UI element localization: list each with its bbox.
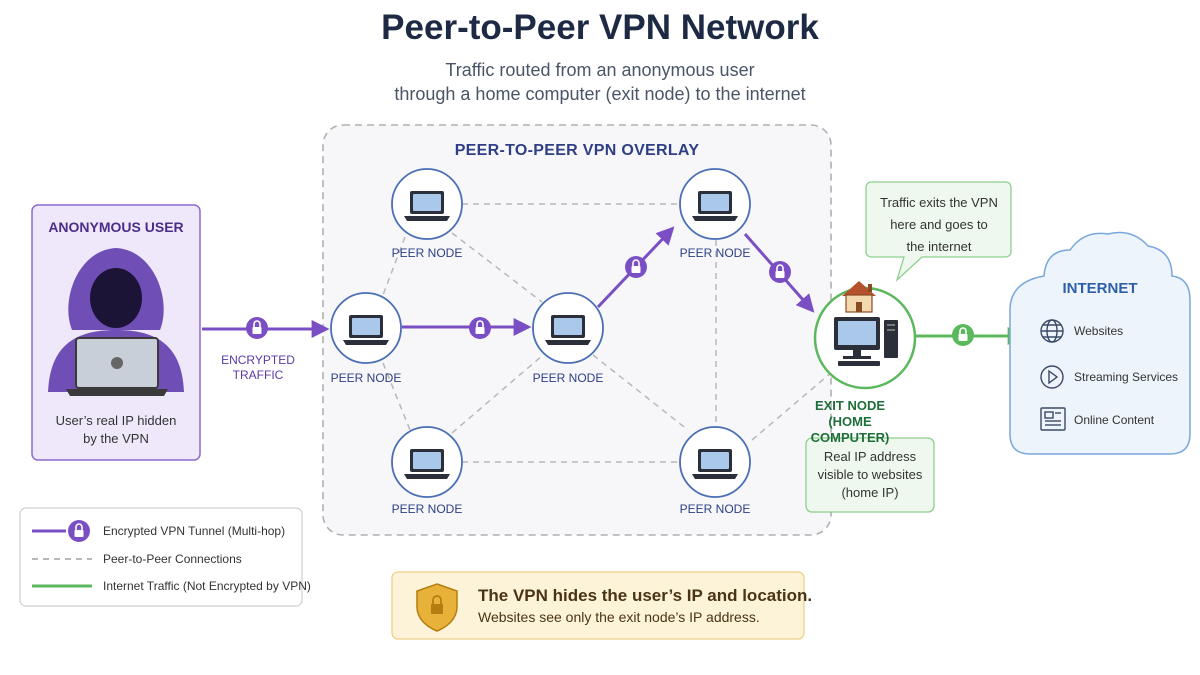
peer-node-mid-center bbox=[532, 292, 604, 364]
legend-box bbox=[19, 507, 303, 607]
laptop-icon bbox=[692, 191, 738, 221]
bubble-line-2: here and goes to bbox=[890, 217, 988, 232]
exit-note-line-2: visible to websites bbox=[817, 467, 923, 482]
house-icon bbox=[842, 281, 876, 313]
peer-node-top-right bbox=[679, 168, 751, 240]
internet-item-content: Online Content bbox=[1074, 413, 1155, 427]
peer-node-label: PEER NODE bbox=[679, 502, 751, 516]
home-computer-icon bbox=[834, 317, 898, 366]
peer-node-label: PEER NODE bbox=[679, 246, 751, 260]
exit-note-box bbox=[805, 437, 935, 513]
internet-cloud bbox=[1009, 231, 1191, 455]
exit-note-line-1: Real IP address bbox=[823, 449, 917, 464]
hooded-user-icon bbox=[48, 248, 184, 396]
encrypted-label-line-1: ENCRYPTED bbox=[221, 353, 295, 367]
bubble-line-1: Traffic exits the VPN bbox=[880, 195, 998, 210]
internet-item-websites: Websites bbox=[1074, 324, 1124, 338]
globe-icon bbox=[1040, 319, 1064, 343]
play-icon bbox=[1040, 365, 1064, 389]
peer-node-bottom-right bbox=[679, 426, 751, 498]
encrypted-traffic-label: ENCRYPTED TRAFFIC bbox=[208, 353, 308, 383]
peer-node-label: PEER NODE bbox=[391, 502, 463, 516]
shield-icon bbox=[416, 583, 458, 632]
laptop-icon bbox=[404, 449, 450, 479]
page-title: Peer-to-Peer VPN Network bbox=[381, 8, 819, 47]
exit-node-title: EXIT NODE (HOME COMPUTER) bbox=[790, 398, 910, 446]
exit-title-line-1: EXIT NODE bbox=[814, 398, 886, 413]
lock-icon bbox=[245, 316, 269, 340]
overlay-label: PEER-TO-PEER VPN OVERLAY bbox=[454, 142, 700, 159]
encrypted-label-line-2: TRAFFIC bbox=[232, 368, 284, 382]
peer-node-bottom-left bbox=[391, 426, 463, 498]
user-note-line-2: by the VPN bbox=[83, 431, 149, 446]
exit-speech-bubble bbox=[865, 181, 1012, 283]
subtitle-line-2: through a home computer (exit node) to t… bbox=[394, 84, 806, 104]
user-title: ANONYMOUS USER bbox=[48, 219, 184, 235]
laptop-icon bbox=[404, 191, 450, 221]
lock-icon bbox=[468, 316, 492, 340]
exit-node bbox=[813, 286, 917, 390]
laptop-icon bbox=[343, 315, 389, 345]
peer-node-label: PEER NODE bbox=[391, 246, 463, 260]
laptop-icon bbox=[692, 449, 738, 479]
note-box bbox=[391, 571, 805, 640]
exit-note-text: Real IP address visible to websites (hom… bbox=[806, 448, 934, 502]
note-title: The VPN hides the user’s IP and location… bbox=[478, 586, 813, 605]
peer-node-mid-left bbox=[330, 292, 402, 364]
legend-internet-label: Internet Traffic (Not Encrypted by VPN) bbox=[103, 579, 311, 593]
lock-icon bbox=[624, 255, 648, 279]
peer-node-label: PEER NODE bbox=[532, 371, 604, 385]
exit-note-line-3: (home IP) bbox=[841, 485, 899, 500]
lock-icon bbox=[951, 323, 975, 347]
bubble-line-3: the internet bbox=[906, 239, 972, 254]
lock-icon bbox=[768, 260, 792, 284]
internet-title: INTERNET bbox=[1062, 280, 1138, 297]
user-note-line-1: User’s real IP hidden bbox=[55, 413, 177, 428]
internet-item-streaming: Streaming Services bbox=[1074, 370, 1179, 384]
legend-peer-label: Peer-to-Peer Connections bbox=[103, 552, 242, 566]
exit-title-line-2: (HOME COMPUTER) bbox=[810, 414, 890, 445]
legend-tunnel-label: Encrypted VPN Tunnel (Multi-hop) bbox=[103, 524, 286, 538]
peer-node-top-left bbox=[391, 168, 463, 240]
exit-bubble-text: Traffic exits the VPN here and goes to t… bbox=[866, 192, 1012, 258]
note-body: Websites see only the exit node’s IP add… bbox=[478, 609, 760, 625]
user-note: User’s real IP hidden by the VPN bbox=[32, 412, 200, 448]
peer-node-label: PEER NODE bbox=[330, 371, 402, 385]
laptop-icon bbox=[545, 315, 591, 345]
subtitle-line-1: Traffic routed from an anonymous user bbox=[445, 60, 755, 80]
lock-icon bbox=[67, 519, 91, 543]
document-icon bbox=[1040, 407, 1066, 431]
peer-connections bbox=[382, 203, 833, 463]
